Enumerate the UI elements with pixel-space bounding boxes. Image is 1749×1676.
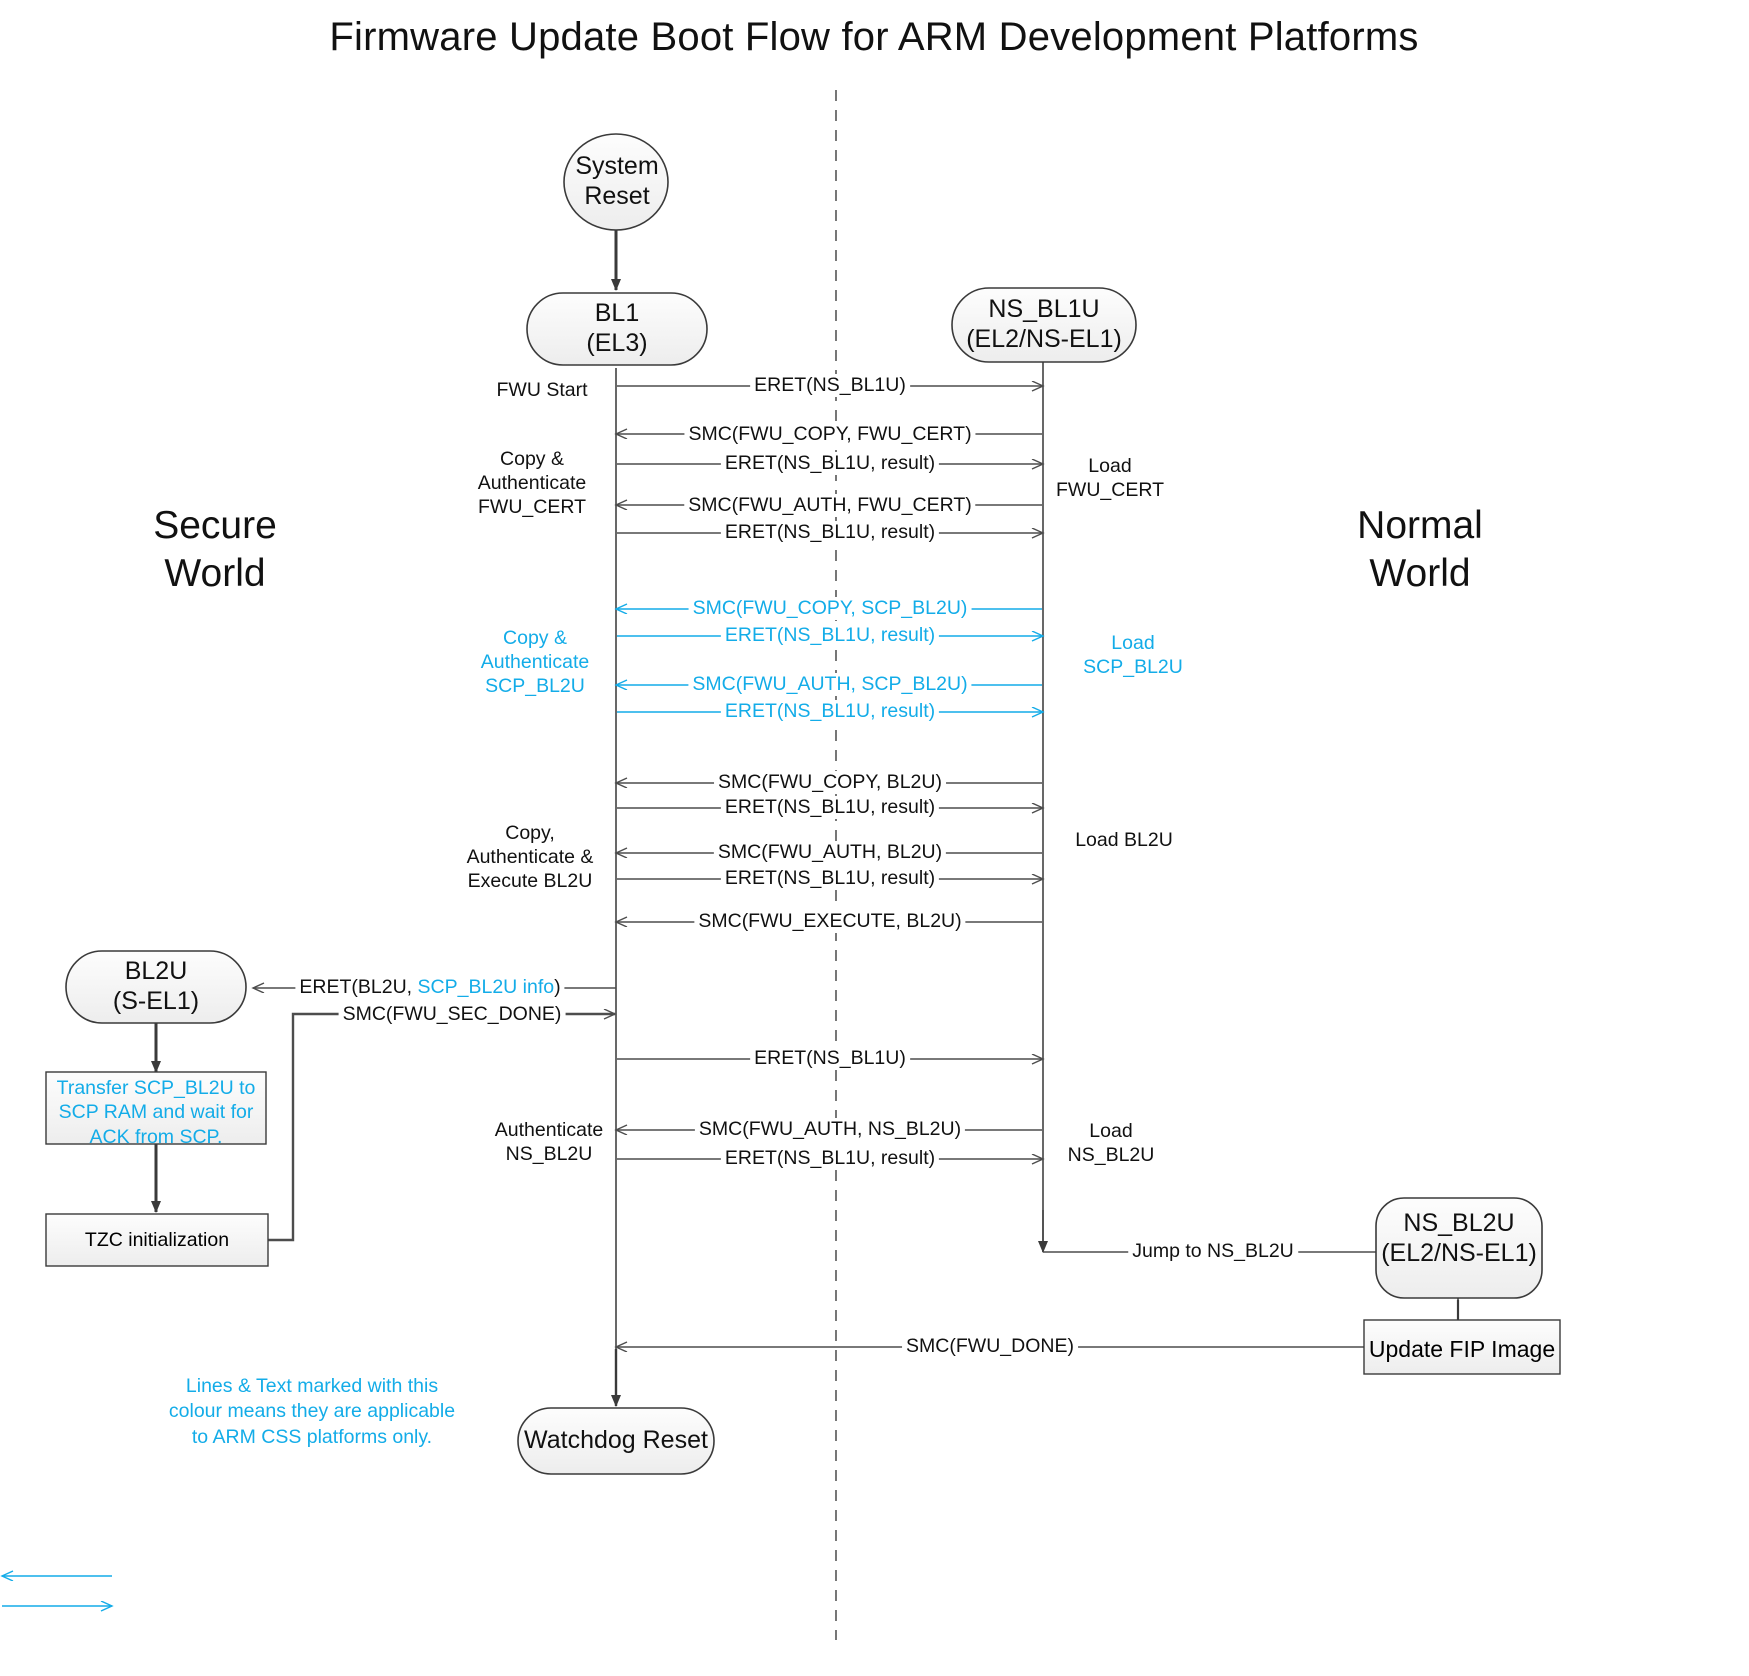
- box-transfer-scp-shape: [45, 1071, 267, 1145]
- node-bl2u-label[interactable]: BL2U(S-EL1): [112, 957, 200, 1015]
- message-label-m14: SMC(FWU_EXECUTE, BL2U): [694, 910, 966, 933]
- box-tzc-init-shape: [45, 1213, 269, 1267]
- message-label-m21: SMC(FWU_DONE): [902, 1335, 1078, 1358]
- node-bl1-label[interactable]: BL1(EL3): [586, 299, 648, 357]
- box-tzc-init-label[interactable]: TZC initialization: [84, 1229, 230, 1251]
- message-label-m11: ERET(NS_BL1U, result): [720, 796, 940, 819]
- node-nsbl2u-shape: [1375, 1197, 1543, 1299]
- left-annotation-a1: FWU Start: [496, 379, 588, 401]
- message-label-m8: SMC(FWU_AUTH, SCP_BL2U): [688, 673, 972, 696]
- message-label-m9: ERET(NS_BL1U, result): [720, 700, 940, 723]
- node-watchdog-reset-label[interactable]: Watchdog Reset: [524, 1426, 708, 1454]
- node-watchdog-shape: [517, 1407, 715, 1475]
- message-label-m13: ERET(NS_BL1U, result): [720, 867, 940, 890]
- message-label-m15: ERET(BL2U, SCP_BL2U info): [295, 976, 565, 999]
- m15-part-1: ERET(BL2U,: [299, 976, 418, 998]
- m15-part-3: ): [554, 976, 561, 998]
- node-system-reset-shape: [563, 133, 669, 231]
- message-label-m20: Jump to NS_BL2U: [1128, 1240, 1298, 1263]
- message-label-m1: ERET(NS_BL1U): [750, 374, 910, 397]
- message-label-m16: SMC(FWU_SEC_DONE): [338, 1003, 566, 1026]
- node-ns-bl1u-label[interactable]: NS_BL1U(EL2/NS-EL1): [966, 295, 1122, 353]
- message-label-m10: SMC(FWU_COPY, BL2U): [714, 771, 946, 794]
- right-annotation-b3: Load BL2U: [1075, 829, 1173, 851]
- message-label-m2: SMC(FWU_COPY, FWU_CERT): [684, 423, 976, 446]
- message-label-m6: SMC(FWU_COPY, SCP_BL2U): [688, 597, 972, 620]
- message-label-m18: SMC(FWU_AUTH, NS_BL2U): [694, 1118, 966, 1141]
- box-update-fip-label[interactable]: Update FIP Image: [1368, 1336, 1556, 1362]
- box-update-fip-shape: [1363, 1319, 1561, 1375]
- node-bl2u-shape: [65, 950, 247, 1024]
- left-annotation-a4: Copy,Authenticate &Execute BL2U: [466, 822, 594, 892]
- message-label-m5: ERET(NS_BL1U, result): [720, 521, 940, 544]
- message-label-m12: SMC(FWU_AUTH, BL2U): [713, 841, 947, 864]
- message-label-m7: ERET(NS_BL1U, result): [720, 624, 940, 647]
- message-label-m17: ERET(NS_BL1U): [750, 1047, 910, 1070]
- page-title: Firmware Update Boot Flow for ARM Develo…: [329, 15, 1419, 59]
- node-nsbl1u-shape: [951, 287, 1137, 363]
- node-ns-bl2u-label[interactable]: NS_BL2U(EL2/NS-EL1): [1381, 1209, 1537, 1267]
- message-label-m4: SMC(FWU_AUTH, FWU_CERT): [684, 494, 976, 517]
- m15-part-2: SCP_BL2U info: [417, 976, 555, 998]
- message-label-m3: ERET(NS_BL1U, result): [720, 452, 940, 475]
- message-label-m19: ERET(NS_BL1U, result): [720, 1147, 940, 1170]
- node-bl1-shape: [526, 292, 708, 366]
